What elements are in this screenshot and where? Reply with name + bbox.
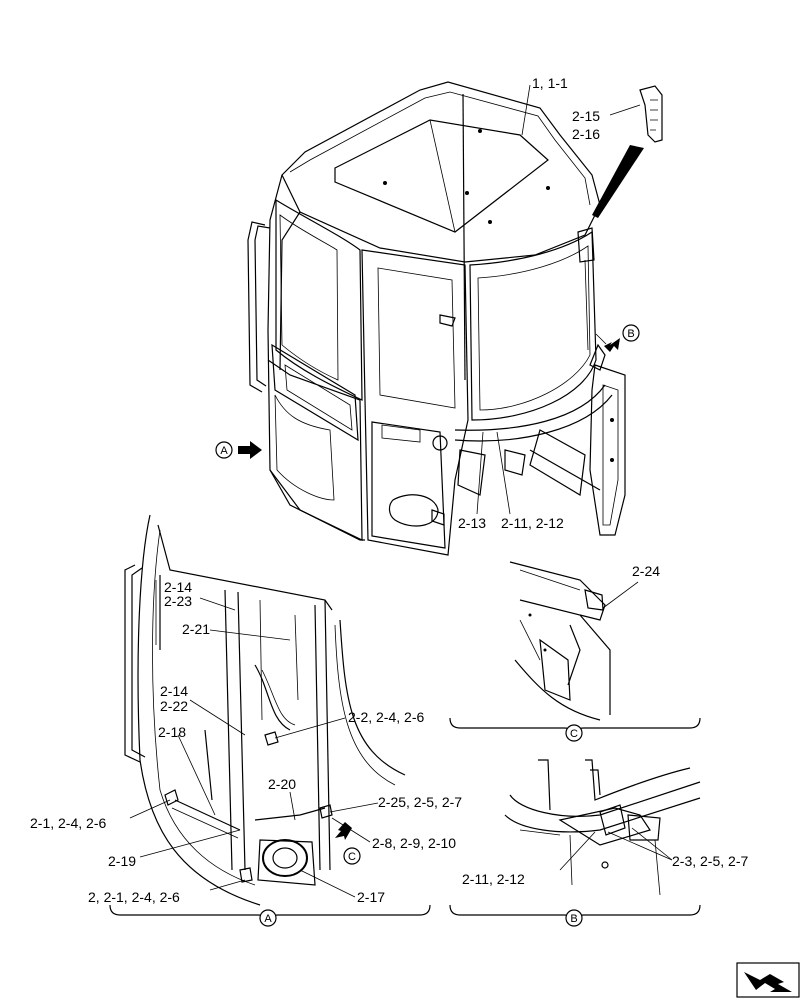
label-2-14-a: 2-14 — [164, 579, 192, 595]
callout-A-arrow — [238, 441, 262, 459]
cab-assembly — [247, 81, 626, 556]
label-2-18: 2-18 — [158, 724, 186, 740]
label-2-21: 2-21 — [182, 621, 210, 637]
callout-B-label: B — [565, 909, 583, 927]
label-2-2-2-4-2-6: 2-2, 2-4, 2-6 — [348, 709, 424, 725]
callout-C-label: C — [565, 724, 583, 742]
label-2-16: 2-16 — [572, 126, 600, 142]
label-2-1-2-4-2-6: 2-1, 2-4, 2-6 — [30, 815, 106, 831]
callout-B-arrow — [604, 338, 620, 352]
label-2-3-2-5-2-7: 2-3, 2-5, 2-7 — [672, 853, 748, 869]
label-2-11-2-12-top: 2-11, 2-12 — [501, 515, 564, 531]
label-2-23: 2-23 — [164, 593, 192, 609]
label-2-13: 2-13 — [458, 515, 486, 531]
detail-A-view — [109, 514, 431, 926]
detail-C-view — [449, 561, 701, 739]
svg-text:A: A — [220, 445, 228, 457]
svg-text:B: B — [570, 913, 577, 925]
label-2-11-2-12-b: 2-11, 2-12 — [462, 871, 525, 887]
label-1-1: 1, 1-1 — [532, 75, 568, 91]
label-2-17: 2-17 — [357, 889, 385, 905]
page-turn-arrow-icon[interactable] — [736, 962, 800, 998]
label-2-22: 2-22 — [160, 698, 188, 714]
label-2-24: 2-24 — [632, 563, 660, 579]
detail-B-view — [449, 759, 701, 926]
part-2-15-lock — [592, 85, 663, 218]
callout-C-inline: C — [343, 847, 361, 865]
label-2-14-b: 2-14 — [160, 683, 188, 699]
svg-text:A: A — [264, 913, 272, 925]
label-2-8-2-9-2-10: 2-8, 2-9, 2-10 — [372, 835, 456, 851]
label-2-15: 2-15 — [572, 108, 600, 124]
svg-text:C: C — [570, 728, 578, 740]
callout-B-top: B — [622, 324, 640, 342]
svg-text:B: B — [627, 328, 634, 340]
label-2-group: 2, 2-1, 2-4, 2-6 — [88, 889, 180, 905]
svg-text:C: C — [348, 851, 356, 863]
label-2-19: 2-19 — [108, 853, 136, 869]
label-2-25-2-5-2-7: 2-25, 2-5, 2-7 — [378, 794, 462, 810]
label-2-20: 2-20 — [268, 776, 296, 792]
callout-A-label: A — [259, 909, 277, 927]
callout-A-top: A — [215, 441, 233, 459]
